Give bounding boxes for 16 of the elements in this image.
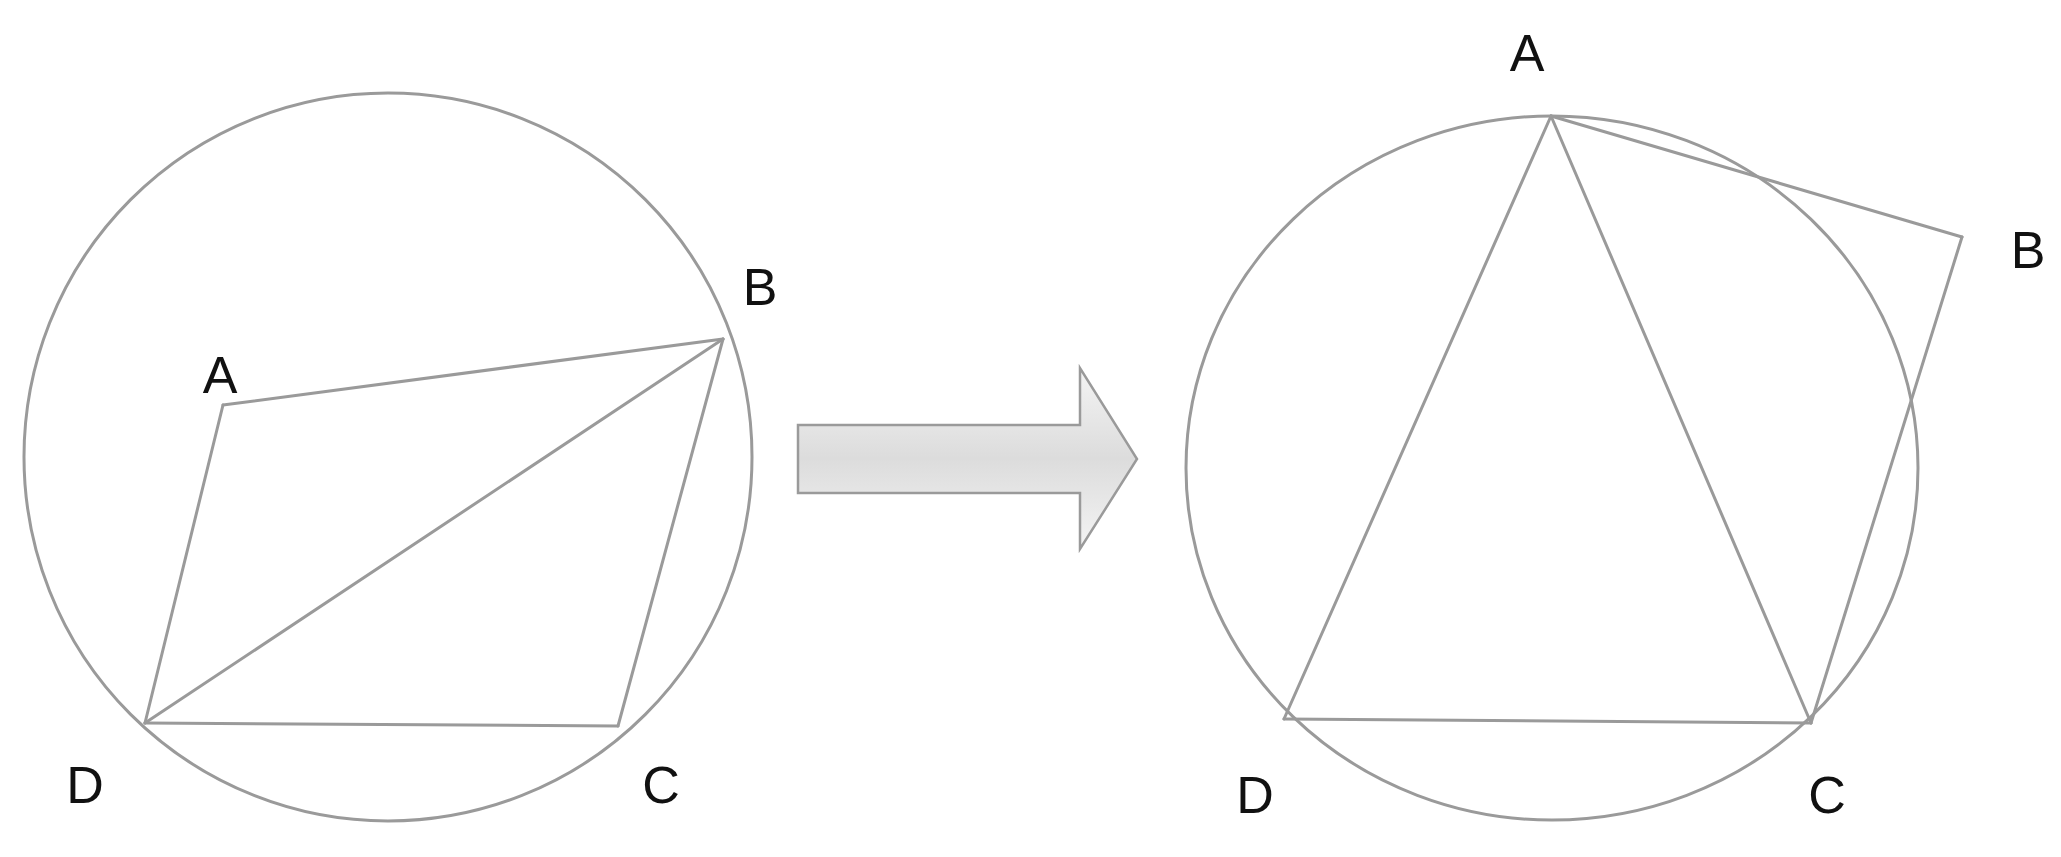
vertex-label: A bbox=[1509, 27, 1545, 79]
line-segment bbox=[616, 337, 725, 728]
vertex-label: C bbox=[642, 759, 680, 811]
line-segment bbox=[1809, 235, 1964, 725]
vertex-label: B bbox=[2010, 224, 2046, 276]
vertex-label: C bbox=[1808, 769, 1846, 821]
vertex-label: A bbox=[202, 349, 238, 401]
line-segment bbox=[143, 721, 620, 728]
line-segment bbox=[1282, 114, 1553, 721]
vertex-label: B bbox=[742, 261, 778, 313]
line-segment bbox=[1282, 717, 1813, 725]
line-segment bbox=[1549, 114, 1964, 239]
vertex-label: D bbox=[66, 759, 104, 811]
vertex-label: D bbox=[1236, 769, 1274, 821]
line-segment bbox=[143, 403, 225, 725]
line-segment bbox=[143, 337, 725, 725]
